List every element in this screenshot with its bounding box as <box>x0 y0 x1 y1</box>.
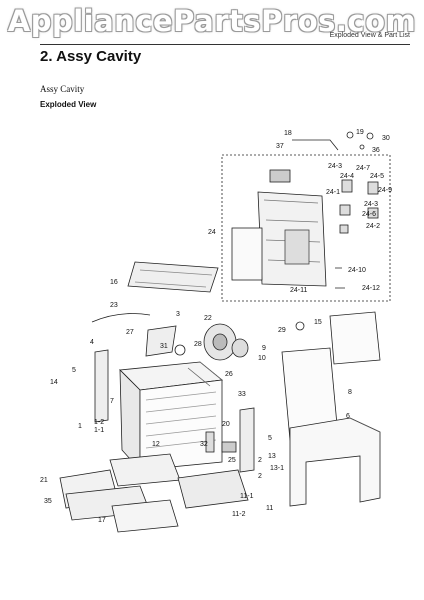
callout-24-5: 24-5 <box>370 173 384 180</box>
callout-37: 37 <box>276 143 284 150</box>
callout-25: 25 <box>228 457 236 464</box>
callout-2a: 2 <box>258 457 262 464</box>
part-37 <box>269 169 291 183</box>
section-title: 2. Assy Cavity <box>40 48 142 65</box>
callout-6: 6 <box>346 413 350 420</box>
callout-10: 10 <box>258 355 266 362</box>
callout-8: 8 <box>348 389 352 396</box>
assy-24-frame <box>221 154 391 302</box>
callout-7: 7 <box>110 398 114 405</box>
callout-labels: 18 19 30 36 37 24-3 24-4 24-7 24-5 24-1 … <box>40 129 392 524</box>
callout-23: 23 <box>110 302 118 309</box>
left-duct <box>94 349 109 423</box>
callout-19: 19 <box>356 129 364 136</box>
part-11 <box>177 469 249 509</box>
header-section-label: Exploded View & Part List <box>329 32 410 39</box>
callout-36: 36 <box>372 147 380 154</box>
callout-24-10: 24-10 <box>348 267 366 274</box>
callout-32: 32 <box>200 441 208 448</box>
outer-wrapper <box>289 417 381 507</box>
callout-1-1a: 1-1 <box>94 427 104 434</box>
callout-5a: 5 <box>72 367 76 374</box>
callout-31: 31 <box>160 343 168 350</box>
callout-29: 29 <box>278 327 286 334</box>
callout-27: 27 <box>126 329 134 336</box>
callout-13-1: 13-1 <box>270 465 284 472</box>
part-23-wire <box>91 313 151 323</box>
header-divider <box>40 44 410 45</box>
callout-22: 22 <box>204 315 212 322</box>
callout-2b: 2 <box>258 473 262 480</box>
callout-24-12: 24-12 <box>362 285 380 292</box>
callout-24-2: 24-2 <box>366 223 380 230</box>
callout-24-3b: 24-3 <box>364 201 378 208</box>
callout-11-2: 11-2 <box>232 511 246 518</box>
callout-33: 33 <box>238 391 246 398</box>
callout-24-3a: 24-3 <box>328 163 342 170</box>
callout-12: 12 <box>152 441 160 448</box>
callout-35: 35 <box>44 498 52 505</box>
callout-11-1: 11-1 <box>240 493 254 500</box>
callout-17: 17 <box>98 517 106 524</box>
callout-11: 11 <box>266 505 273 512</box>
callout-18: 18 <box>284 130 292 137</box>
subtitle: Assy Cavity <box>40 84 85 94</box>
callout-5b: 5 <box>268 435 272 442</box>
callout-24-6: 24-6 <box>362 211 376 218</box>
right-duct <box>239 407 255 473</box>
oven-cavity <box>139 379 223 471</box>
callout-24-9: 24-9 <box>378 187 392 194</box>
insulation-15 <box>329 311 381 365</box>
callout-16: 16 <box>110 279 118 286</box>
part-17 <box>111 499 179 533</box>
callout-24-7: 24-7 <box>356 165 370 172</box>
control-board <box>231 227 263 281</box>
callout-30: 30 <box>382 135 390 142</box>
watermark-logo: AppliancePartsPros.com <box>7 4 417 38</box>
callout-1-2a: 1-2 <box>94 419 104 426</box>
callout-14: 14 <box>50 379 58 386</box>
callout-21: 21 <box>40 477 48 484</box>
part-12 <box>109 453 181 487</box>
callout-13: 13 <box>268 453 276 460</box>
callout-28: 28 <box>194 341 202 348</box>
callout-26: 26 <box>225 371 233 378</box>
exploded-view-label: Exploded View <box>40 100 97 109</box>
callout-20: 20 <box>222 421 230 428</box>
callout-1: 1 <box>78 423 82 430</box>
callout-15: 15 <box>314 319 322 326</box>
callout-24-11: 24-11 <box>290 287 307 294</box>
callout-9: 9 <box>262 345 266 352</box>
callout-24-4: 24-4 <box>340 173 354 180</box>
callout-3: 3 <box>176 311 180 318</box>
callout-24: 24 <box>208 229 216 236</box>
callout-24-1: 24-1 <box>326 189 340 196</box>
callout-4: 4 <box>90 339 94 346</box>
part-18-wire <box>292 139 339 151</box>
part-16 <box>127 261 219 293</box>
